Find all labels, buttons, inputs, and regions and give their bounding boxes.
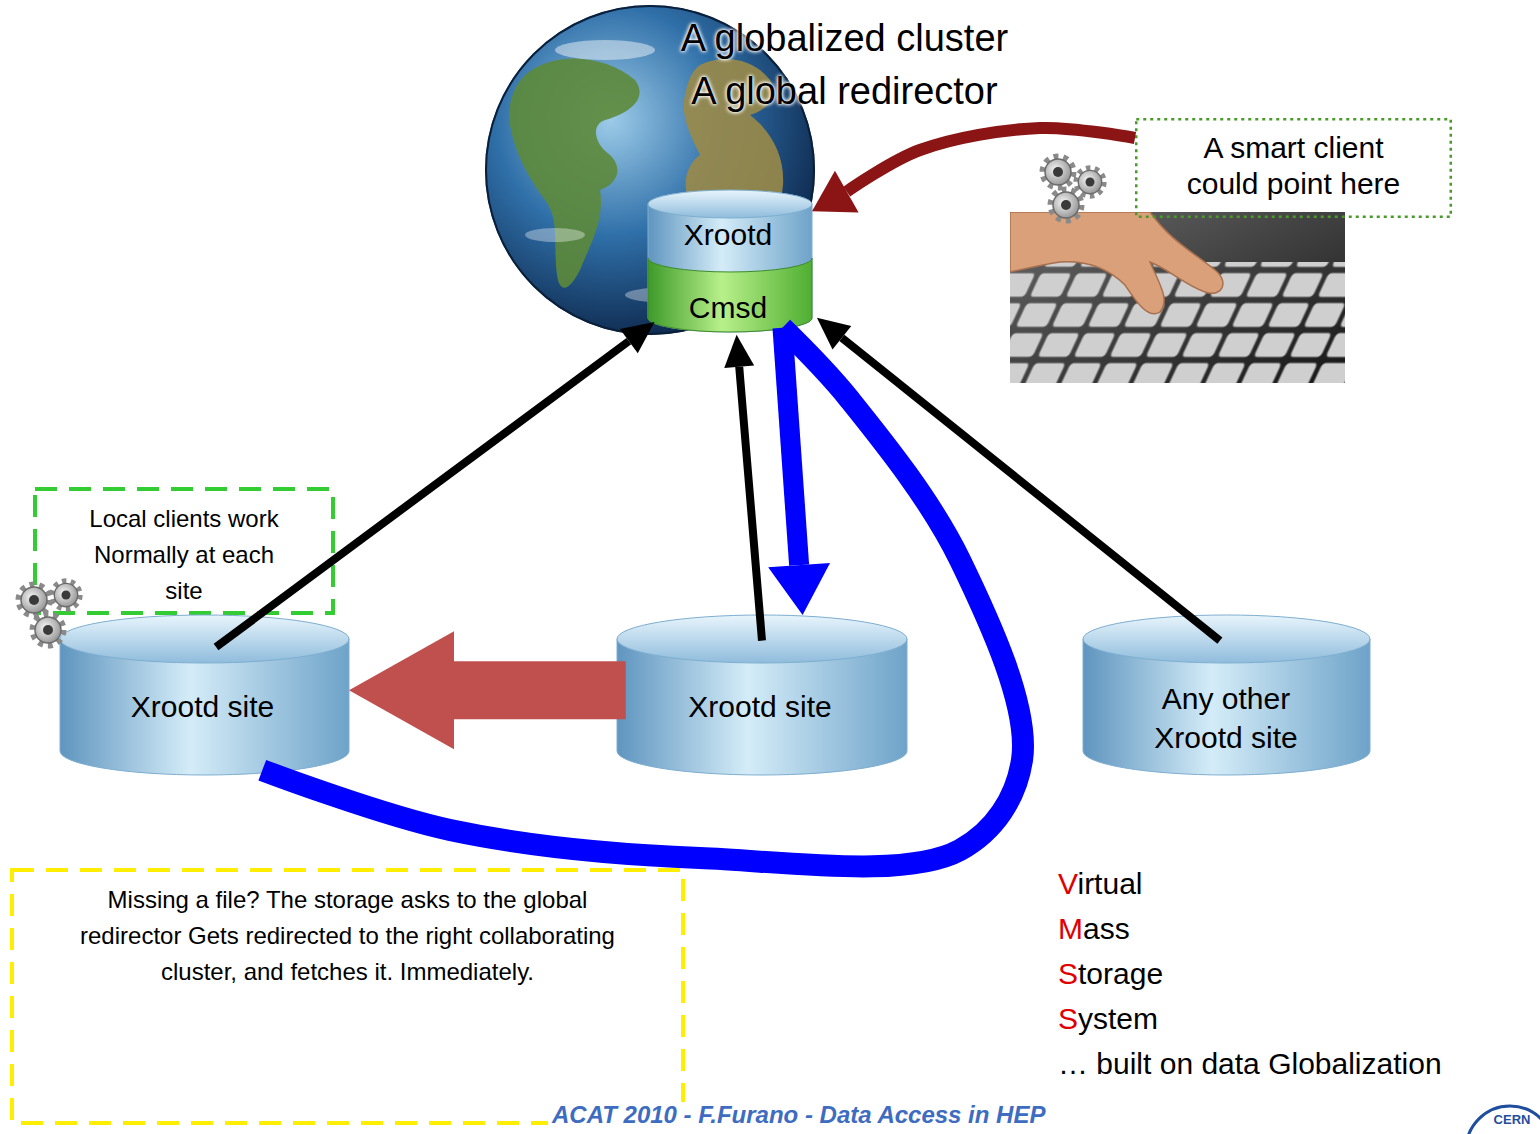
- node-text: Cmsd: [648, 290, 808, 326]
- footer-text: ACAT 2010 - F.Furano - Data Access in HE…: [548, 1102, 1156, 1128]
- cylinder-body: [648, 204, 812, 332]
- site-cylinder: Xrootd site: [60, 615, 349, 775]
- connector: [349, 631, 626, 749]
- node-text: Xrootd site: [617, 689, 903, 725]
- logo-ring: [1466, 1106, 1540, 1134]
- connector-line: [739, 367, 762, 641]
- cylinder-top: [648, 190, 812, 218]
- logo-text: CERN: [1490, 1113, 1534, 1126]
- keyboard-keys: [1010, 262, 1345, 383]
- photo-content: [1010, 212, 1345, 383]
- node-text: Any other Xrootd site: [1136, 679, 1316, 757]
- arrow-head: [724, 335, 754, 368]
- connector: [216, 322, 655, 647]
- node-text: Local clients work Normally at each site: [84, 501, 284, 609]
- keyboard-photo: [825, 212, 1520, 422]
- gear-cluster: [19, 582, 80, 646]
- gear: [1043, 157, 1073, 187]
- acronym-word: Virtual: [1058, 866, 1378, 902]
- cern-logo: [1466, 1106, 1540, 1134]
- globe-cluster: A globalized cluster A global redirector…: [485, 5, 815, 335]
- connector: [724, 335, 762, 641]
- gear: [1077, 169, 1104, 196]
- box-outline: [1136, 119, 1451, 217]
- site-cylinder: Any other Xrootd site: [1083, 615, 1370, 775]
- gear: [1051, 190, 1081, 220]
- callout-box: A smart client could point here: [1135, 118, 1452, 218]
- acronym-word: Mass: [1058, 911, 1378, 947]
- tagline: … built on data Globalization: [1058, 1046, 1533, 1082]
- redirector-cylinder: XrootdCmsd: [648, 190, 812, 332]
- arrow-head: [817, 318, 851, 350]
- acronym-word: System: [1058, 1001, 1378, 1037]
- gear: [33, 615, 63, 645]
- gear: [53, 582, 80, 609]
- connector-line: [782, 328, 799, 565]
- note-box: Missing a file? The storage asks to the …: [10, 868, 685, 1125]
- connector-line: [262, 328, 1023, 867]
- heading-text: A globalized cluster A global redirector: [672, 12, 1017, 118]
- arrow-head: [349, 631, 454, 749]
- cylinder-top: [60, 615, 349, 663]
- cylinder-top: [1083, 615, 1370, 663]
- connector-line: [216, 341, 629, 647]
- connector-line: [454, 661, 626, 719]
- connector: [812, 128, 1135, 213]
- connector: [817, 318, 1220, 641]
- arrow-head: [812, 171, 859, 213]
- arrow-head: [768, 563, 830, 615]
- hand: [1010, 212, 1223, 314]
- cylinder-band: [648, 258, 812, 332]
- node-text: Xrootd: [648, 217, 808, 253]
- acronym-word: Storage: [1058, 956, 1378, 992]
- node-text: Missing a file? The storage asks to the …: [60, 882, 635, 990]
- gear: [19, 585, 49, 615]
- gear-cluster: [1043, 157, 1104, 220]
- box-outline: [12, 870, 683, 1123]
- node-text: A smart client could point here: [1176, 130, 1411, 202]
- connector-line: [842, 338, 1220, 641]
- connector: [768, 328, 830, 615]
- connector: [262, 328, 1023, 867]
- arrow-head: [620, 322, 655, 353]
- node-text: Xrootd site: [60, 689, 345, 725]
